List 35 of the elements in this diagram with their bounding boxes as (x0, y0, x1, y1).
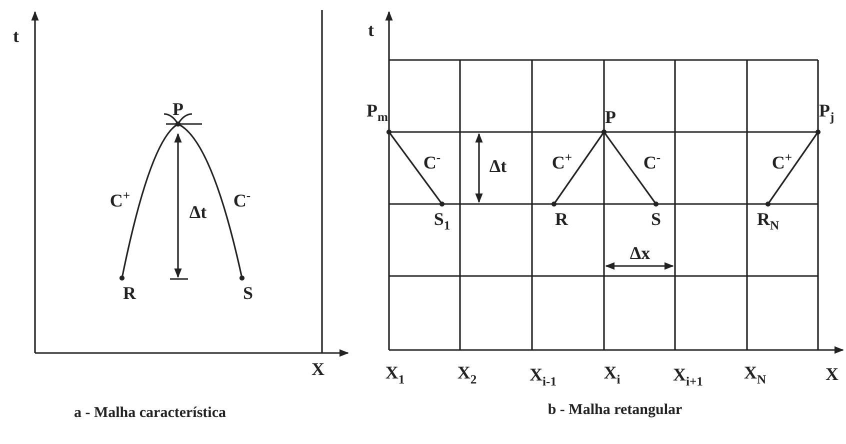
axis-tick-label: X$_{1}$ (385, 362, 405, 388)
dimension-label: Δx (630, 243, 650, 263)
axis-tick-label: X$_{N}$ (744, 362, 766, 388)
caption: a - Malha característica (74, 404, 226, 423)
axis-label: t (13, 26, 19, 46)
grid-point: P$_{j}$ (818, 101, 836, 132)
axis-tick-label: X$_{i-1}$ (530, 364, 556, 390)
grid-point: P (604, 108, 617, 132)
axis-tick-label: X (826, 364, 838, 384)
grid-point: R (122, 278, 137, 302)
edge-label: C$^{-}$ (643, 150, 661, 172)
characteristic-line (601, 129, 659, 207)
characteristic-line (386, 129, 445, 207)
grid-point: S$_{1}$ (432, 204, 452, 235)
edge-label: C$^{+}$ (110, 188, 130, 210)
edge-label: C$^{+}$ (552, 150, 572, 172)
grid-point: S (650, 204, 662, 228)
dimension-label: Δt (489, 156, 507, 176)
axis-label: X (312, 359, 324, 379)
grid-point: S (242, 278, 254, 302)
grid-point: R (554, 204, 569, 228)
grid-point: P$_{m}$ (366, 101, 389, 132)
edge-label: C$^{+}$ (772, 150, 792, 172)
characteristic-line (175, 121, 245, 281)
edge-label: C$^{-}$ (423, 150, 441, 172)
axis-tick-label: X$_{i+1}$ (673, 364, 703, 390)
characteristic-line (765, 129, 821, 207)
axis-tick-label: X$_{i}$ (604, 362, 620, 388)
edge-label: C$^{-}$ (233, 188, 251, 210)
grid-point: P (172, 100, 184, 124)
axis-label: t (368, 20, 374, 40)
grid-point: R$_{N}$ (756, 204, 780, 235)
axis-tick-label: X$_{2}$ (457, 362, 477, 388)
caption: b - Malha retangular (548, 401, 682, 420)
dimension-label: Δt (189, 202, 207, 222)
